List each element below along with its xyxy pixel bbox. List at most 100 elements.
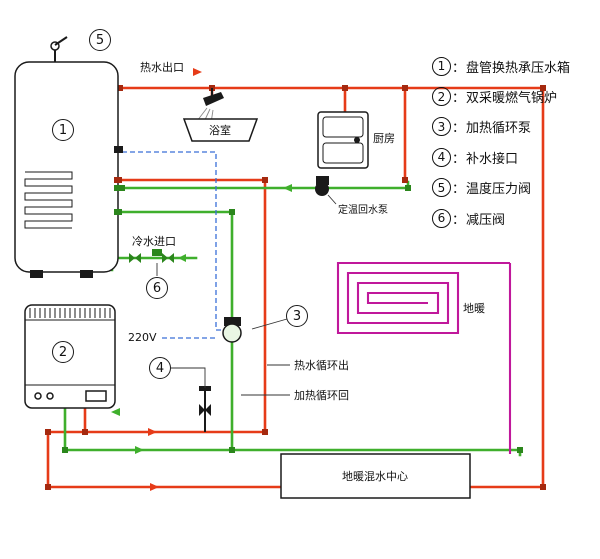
leader-pump3 bbox=[251, 318, 288, 330]
inlet-valve2-left bbox=[162, 253, 168, 263]
legend-label-3: 加热循环泵 bbox=[466, 121, 532, 137]
joint bbox=[229, 209, 235, 215]
electric-control-lines bbox=[122, 151, 224, 339]
tank-coil-port bbox=[114, 209, 122, 215]
joint bbox=[517, 447, 523, 453]
tank-return-port bbox=[114, 185, 122, 191]
legend-num-6: 6 bbox=[432, 208, 451, 228]
bathroom-label: 浴室 bbox=[209, 123, 231, 137]
sink-faucet-icon bbox=[354, 137, 360, 143]
legend-num-2: 2 bbox=[432, 87, 451, 107]
heating-pump-motor bbox=[224, 317, 241, 326]
boiler-return-arrow-icon bbox=[111, 408, 120, 416]
return-flow-arrow-icon bbox=[283, 184, 292, 192]
mixing-center-label: 地暖混水中心 bbox=[342, 470, 408, 483]
joint bbox=[262, 177, 268, 183]
marker-4-makeup: 4 bbox=[149, 357, 171, 379]
boiler-vent-hatch bbox=[29, 308, 111, 318]
legend-num-5: 5 bbox=[432, 178, 451, 198]
joint bbox=[342, 85, 348, 91]
floor-heating-label: 地暖 bbox=[463, 302, 485, 315]
legend-item-2: 2 ： 双采暖燃气锅炉 bbox=[432, 81, 570, 111]
temp-pressure-valve-icon bbox=[50, 36, 68, 62]
return-pump-motor bbox=[316, 176, 329, 185]
hot-outlet-arrow-icon bbox=[193, 68, 202, 76]
joint bbox=[117, 85, 123, 91]
joint bbox=[45, 429, 51, 435]
legend-colon: ： bbox=[452, 91, 466, 107]
legend-item-3: 3 ： 加热循环泵 bbox=[432, 112, 570, 142]
tank-body bbox=[14, 61, 119, 273]
legend-item-5: 5 ： 温度压力阀 bbox=[432, 173, 570, 203]
makeup-valve-left bbox=[199, 404, 205, 416]
heating-pump-icon bbox=[222, 317, 242, 343]
legend-num-4: 4 bbox=[432, 147, 451, 167]
sensor-wire bbox=[122, 151, 224, 331]
return-pump-icon bbox=[315, 176, 337, 205]
heating-circulation-return-label: 加热循环回 bbox=[294, 389, 349, 402]
tank-coil-icon bbox=[24, 171, 73, 229]
hot-main-loop-pipe bbox=[46, 86, 545, 489]
valve-lever bbox=[54, 36, 68, 46]
marker-2-boiler: 2 bbox=[52, 341, 74, 363]
diagram-labels: 热水出口 浴室 厨房 定温回水泵 冷水进口 220V 热水循环出 加热循环回 地… bbox=[128, 60, 485, 483]
voltage-label: 220V bbox=[128, 331, 157, 344]
makeup-cap bbox=[199, 386, 211, 391]
hot-circulation-out-label: 热水循环出 bbox=[294, 358, 349, 372]
bath-basin bbox=[182, 118, 259, 142]
legend-item-1: 1 ： 盘管换热承压水箱 bbox=[432, 51, 570, 81]
cold-water-inlet-label: 冷水进口 bbox=[132, 235, 176, 248]
joint bbox=[405, 185, 411, 191]
legend-label-5: 温度压力阀 bbox=[466, 182, 532, 198]
legend-item-4: 4 ： 补水接口 bbox=[432, 142, 570, 172]
inlet-valve-right bbox=[135, 253, 141, 263]
legend-label-1: 盘管换热承压水箱 bbox=[466, 60, 571, 76]
floor-heating-coil bbox=[336, 261, 512, 454]
marker-1-tank: 1 bbox=[52, 119, 74, 141]
kitchen-label: 厨房 bbox=[373, 132, 395, 145]
joint bbox=[540, 85, 546, 91]
boiler-knob bbox=[34, 392, 42, 400]
legend-label-6: 减压阀 bbox=[466, 212, 506, 228]
mixing-center-box bbox=[280, 453, 471, 499]
heating-pump-body bbox=[222, 323, 242, 343]
mid-flow-arrow-icon bbox=[148, 428, 157, 436]
bottom-red-arrow-icon bbox=[150, 483, 159, 491]
legend-label-2: 双采暖燃气锅炉 bbox=[466, 91, 558, 107]
cold-inlet-valves bbox=[129, 249, 174, 263]
tank-foot bbox=[80, 270, 93, 278]
legend-colon: ： bbox=[452, 182, 466, 198]
joint bbox=[229, 447, 235, 453]
leader-marker4 bbox=[171, 367, 206, 388]
joint bbox=[402, 177, 408, 183]
legend-num-1: 1 bbox=[432, 56, 451, 76]
boiler-knob bbox=[46, 392, 54, 400]
sink-basin bbox=[322, 116, 364, 138]
legend-colon: ： bbox=[452, 121, 466, 137]
shower-head-icon bbox=[203, 92, 224, 106]
sink-basin bbox=[322, 142, 364, 164]
joint bbox=[45, 484, 51, 490]
kitchen-sink bbox=[317, 111, 369, 169]
marker-3-pump: 3 bbox=[286, 305, 308, 327]
marker-5-valve: 5 bbox=[89, 29, 111, 51]
boiler-display bbox=[85, 390, 107, 402]
return-pump-label: 定温回水泵 bbox=[338, 203, 388, 216]
legend-label-4: 补水接口 bbox=[466, 151, 519, 167]
return-pump-body bbox=[315, 182, 329, 196]
joint bbox=[540, 484, 546, 490]
joint bbox=[82, 429, 88, 435]
pressure-water-tank bbox=[14, 36, 123, 278]
cold-inlet-arrow-icon bbox=[178, 254, 186, 262]
legend-colon: ： bbox=[452, 151, 466, 167]
inlet-valve-left bbox=[129, 253, 135, 263]
sink-body bbox=[317, 111, 369, 169]
hot-water-outlet-label: 热水出口 bbox=[140, 60, 184, 74]
joint bbox=[62, 447, 68, 453]
legend-colon: ： bbox=[452, 60, 466, 76]
legend-item-6: 6 ： 减压阀 bbox=[432, 203, 570, 233]
legend-colon: ： bbox=[452, 212, 466, 228]
marker-6-reducer: 6 bbox=[146, 277, 168, 299]
legend: 1 ： 盘管换热承压水箱 2 ： 双采暖燃气锅炉 3 ： 加热循环泵 4 ： 补… bbox=[432, 51, 570, 233]
